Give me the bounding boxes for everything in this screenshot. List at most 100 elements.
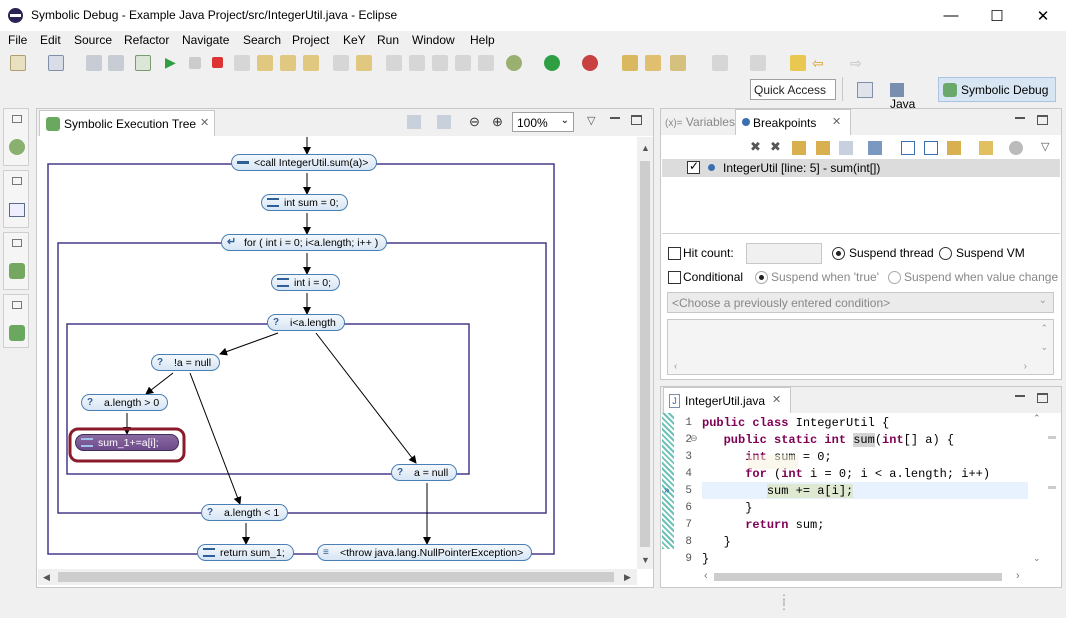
remove-all-icon[interactable]: ✖ (770, 139, 781, 154)
scroll-right-icon[interactable]: › (1023, 361, 1027, 372)
minimize-view-icon[interactable] (1015, 395, 1025, 397)
tree-node-branch-condition[interactable]: ? a.length < 1 (201, 504, 289, 521)
suspend-when-changes-radio[interactable] (888, 271, 901, 284)
code-line[interactable]: } (702, 501, 753, 515)
tree-node-branch-condition[interactable]: ? a = null (391, 464, 458, 481)
editor-vertical-scrollbar[interactable]: ⌃ ⌄ (1030, 413, 1044, 569)
menu-help[interactable]: Help (470, 33, 495, 47)
tree-canvas[interactable]: <call IntegerUtil.sum(a)> int sum = 0; ↵… (38, 137, 636, 569)
condition-history-select[interactable]: <Choose a previously entered condition> … (667, 292, 1054, 313)
status-drag-handle[interactable]: ⋮⋮ (778, 592, 790, 612)
view-menu-icon[interactable]: ▽ (587, 115, 596, 127)
java-exception-icon[interactable] (979, 141, 993, 155)
hit-count-input[interactable] (746, 243, 822, 264)
editor-horizontal-scrollbar[interactable]: ‹ › (698, 570, 1034, 584)
back-icon[interactable]: ⇦ (812, 55, 824, 71)
run-external-icon[interactable] (582, 55, 598, 71)
show-supported-icon[interactable] (792, 141, 806, 155)
tab-breakpoints[interactable]: Breakpoints ✕ (735, 109, 851, 135)
tab-variables[interactable]: (x)= Variables (665, 115, 735, 129)
minimize-button[interactable]: — (943, 7, 959, 24)
search-tool-icon[interactable] (670, 55, 686, 71)
code-line[interactable]: sum += a[i]; (766, 484, 854, 498)
toolbar-tool-icon[interactable] (409, 55, 425, 71)
close-icon[interactable]: ✕ (832, 116, 842, 128)
quick-access-input[interactable]: Quick Access (750, 79, 836, 100)
save-all-icon[interactable] (108, 55, 124, 71)
save-image-icon[interactable] (407, 115, 421, 129)
vertical-scrollbar[interactable]: ▲ ▼ (637, 137, 653, 569)
hit-count-checkbox[interactable] (668, 247, 681, 260)
scroll-up-icon[interactable]: ▲ (641, 143, 650, 153)
remove-breakpoint-icon[interactable]: ✖ (750, 139, 761, 154)
suspend-icon[interactable] (189, 57, 201, 69)
scrollbar-thumb[interactable] (640, 161, 650, 547)
restore-icon[interactable] (12, 177, 22, 185)
step-over-icon[interactable] (280, 55, 296, 71)
tree-node-return[interactable]: return sum_1; (197, 544, 294, 561)
save-icon[interactable] (86, 55, 102, 71)
go-to-file-icon[interactable] (816, 141, 830, 155)
key-view-icon[interactable] (9, 325, 25, 341)
menu-source[interactable]: Source (74, 33, 113, 47)
skip-breakpoints-icon[interactable] (135, 55, 151, 71)
menu-edit[interactable]: Edit (40, 33, 61, 47)
menu-key[interactable]: KeY (343, 33, 366, 47)
resume-icon[interactable]: ▶ (165, 54, 176, 70)
menu-project[interactable]: Project (292, 33, 330, 47)
menu-run[interactable]: Run (377, 33, 400, 47)
prev-annotation-icon[interactable] (750, 55, 766, 71)
restore-icon[interactable] (12, 239, 22, 247)
perspective-java[interactable]: Java (886, 77, 936, 111)
tree-node-call[interactable]: <call IntegerUtil.sum(a)> (231, 154, 378, 171)
forward-icon[interactable]: ⇨ (850, 55, 862, 71)
new-icon[interactable] (10, 55, 26, 71)
tree-node-branch-condition[interactable]: ? a.length > 0 (81, 394, 169, 411)
print-icon[interactable] (437, 115, 451, 129)
tab-symbolic-execution-tree[interactable]: Symbolic Execution Tree ✕ (39, 110, 215, 136)
toolbar-tool-icon[interactable] (432, 55, 448, 71)
code-line[interactable]: for (int i = 0; i < a.length; i++) (745, 467, 991, 481)
breakpoint-row[interactable]: ✓ IntegerUtil [line: 5] - sum(int[]) (662, 159, 1060, 177)
step-return-icon[interactable] (303, 55, 319, 71)
expand-all-icon[interactable] (901, 141, 915, 155)
code-line[interactable]: public class IntegerUtil { (702, 416, 890, 430)
suspend-vm-radio[interactable] (939, 247, 952, 260)
tree-view-icon[interactable] (9, 263, 25, 279)
breakpoint-enabled-checkbox[interactable]: ✓ (687, 159, 700, 174)
minimize-view-icon[interactable] (610, 117, 620, 119)
step-into-icon[interactable] (257, 55, 273, 71)
conditional-checkbox[interactable] (668, 271, 681, 284)
tab-integerutil-java[interactable]: J IntegerUtil.java ✕ (663, 387, 791, 413)
toolbar-tool-icon[interactable] (455, 55, 471, 71)
last-edit-icon[interactable] (790, 55, 806, 71)
view-menu-icon[interactable]: ▽ (1041, 141, 1050, 153)
terminate-icon[interactable] (212, 57, 223, 68)
suspend-when-true-radio[interactable] (755, 271, 768, 284)
close-icon[interactable]: ✕ (772, 394, 782, 406)
menu-navigate[interactable]: Navigate (182, 33, 230, 47)
minimize-view-icon[interactable] (1015, 117, 1025, 119)
scroll-right-icon[interactable]: ▶ (624, 572, 631, 582)
maximize-view-icon[interactable] (1037, 393, 1048, 403)
restore-icon[interactable] (12, 115, 22, 123)
next-annotation-icon[interactable] (712, 55, 728, 71)
code-line[interactable]: } (702, 535, 731, 549)
maximize-view-icon[interactable] (1037, 115, 1048, 125)
menu-refactor[interactable]: Refactor (124, 33, 170, 47)
collapse-all-icon[interactable] (924, 141, 938, 155)
scroll-down-icon[interactable]: ⌄ (1040, 342, 1048, 352)
tree-node-selected-statement[interactable]: sum_1+=a[i]; (75, 434, 179, 451)
link-icon[interactable] (868, 141, 882, 155)
disconnect-icon[interactable] (234, 55, 250, 71)
restore-icon[interactable] (12, 301, 22, 309)
code-line[interactable]: public static int sum(int[] a) { (723, 433, 955, 447)
condition-text-area[interactable]: ⌃ ⌄ ‹ › (667, 319, 1054, 375)
tree-node-branch-condition[interactable]: ? !a = null (151, 354, 221, 371)
new-class-icon[interactable] (48, 55, 64, 71)
scroll-down-icon[interactable]: ▼ (641, 555, 650, 565)
use-step-filters-icon[interactable] (356, 55, 372, 71)
menu-search[interactable]: Search (243, 33, 282, 47)
drop-frame-icon[interactable] (333, 55, 349, 71)
skip-all-icon[interactable] (839, 141, 853, 155)
